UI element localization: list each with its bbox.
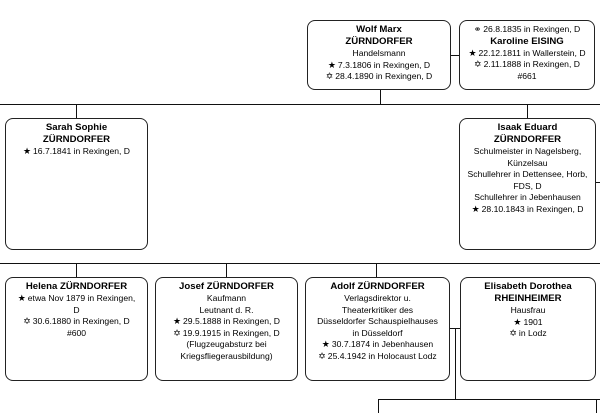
person-name: Sarah Sophie <box>45 122 108 133</box>
birth-line: ★28.10.1843 in Rexingen, D <box>462 204 593 216</box>
wolf-karoline-spouse-line <box>451 55 459 56</box>
occupation: Kaufmann <box>206 293 247 303</box>
birth-date: 28.10.1843 in Rexingen, D <box>481 203 584 214</box>
person-name: Isaak Eduard <box>497 122 558 133</box>
death-line: ✡in Lodz <box>463 328 593 340</box>
birth-star-icon: ★ <box>17 293 26 303</box>
person-card-josef[interactable]: Josef ZÜRNDORFER Kaufmann Leutnant d. R.… <box>155 277 298 381</box>
death-star-of-david-icon: ✡ <box>173 327 181 338</box>
generation4-left-stub <box>378 399 379 413</box>
adolf-connector <box>376 263 377 277</box>
person-card-isaak-eduard[interactable]: Isaak Eduard ZÜRNDORFER Schulmeister in … <box>459 118 596 250</box>
generation2-bus-line <box>0 104 600 105</box>
reference-number: #600 <box>66 327 87 338</box>
birth-star-icon: ★ <box>468 47 477 58</box>
person-name: Karoline EISING <box>490 35 564 47</box>
person-surname: RHEINHEIMER <box>494 293 562 304</box>
death-date: 25.4.1942 in Holocaust Lodz <box>327 350 437 361</box>
occupation: Hausfrau <box>510 305 546 315</box>
generation4-bus-line <box>378 399 600 400</box>
death-date: in Lodz <box>518 328 547 339</box>
occupation: Theaterkritiker des <box>341 304 414 315</box>
helena-connector <box>76 263 77 277</box>
marriage-rings-icon: ⚭ <box>473 24 482 34</box>
occupation: Schullehrer in Jebenhausen <box>474 192 581 203</box>
birth-line: ★etwa Nov 1879 in Rexingen, <box>8 293 145 305</box>
death-line: ✡19.9.1915 in Rexingen, D <box>158 328 295 340</box>
josef-connector <box>226 263 227 277</box>
birth-date: 22.12.1811 in Wallerstein, D <box>478 47 586 58</box>
occupation: Schullehrer in Dettensee, Horb, <box>467 169 588 180</box>
isaak-connector <box>527 104 528 118</box>
death-date: 30.6.1880 in Rexingen, D <box>32 316 130 327</box>
death-line: ✡30.6.1880 in Rexingen, D <box>8 316 145 328</box>
death-date: 19.9.1915 in Rexingen, D <box>182 327 280 338</box>
adolf-children-drop-line <box>455 328 456 400</box>
person-name: Elisabeth Dorothea <box>484 281 572 292</box>
birth-star-icon: ★ <box>172 316 182 327</box>
birth-place-cont: D <box>73 304 80 315</box>
birth-date: etwa Nov 1879 in Rexingen, <box>27 293 136 303</box>
birth-star-icon: ★ <box>471 203 480 214</box>
person-name: Josef ZÜRNDORFER <box>179 281 274 292</box>
birth-line: ★16.7.1841 in Rexingen, D <box>8 146 145 158</box>
birth-date: 7.3.1806 in Rexingen, D <box>337 59 431 70</box>
death-date: 2.11.1888 in Rexingen, D <box>483 59 580 70</box>
birth-date: 29.5.1888 in Rexingen, D <box>183 316 281 327</box>
person-card-sarah-sophie[interactable]: Sarah Sophie ZÜRNDORFER ★16.7.1841 in Re… <box>5 118 148 250</box>
generation3-bus-line <box>0 263 600 264</box>
birth-line: ★7.3.1806 in Rexingen, D <box>310 60 448 72</box>
occupation: Düsseldorfer Schauspielhauses <box>317 316 438 327</box>
birth-line: ★1901 <box>463 317 593 329</box>
birth-star-icon: ★ <box>327 59 336 70</box>
death-line: ✡2.11.1888 in Rexingen, D <box>462 59 592 71</box>
person-name: Helena ZÜRNDORFER <box>25 281 128 292</box>
occupation: in Düsseldorf <box>352 327 403 338</box>
death-star-of-david-icon: ✡ <box>23 316 31 327</box>
marriage-line: ⚭26.8.1835 in Rexingen, D <box>462 24 592 36</box>
death-star-of-david-icon: ✡ <box>318 350 326 361</box>
occupation: FDS, D <box>513 180 542 191</box>
birth-line: ★30.7.1874 in Jebenhausen <box>308 339 447 351</box>
sarah-connector <box>76 104 77 118</box>
birth-date: 1901 <box>523 316 543 327</box>
death-note: Kriegsfliegerausbildung) <box>180 350 273 361</box>
occupation: Leutnant d. R. <box>199 304 254 315</box>
person-surname: ZÜRNDORFER <box>493 134 562 145</box>
birth-star-icon: ★ <box>22 146 32 156</box>
person-surname: ZÜRNDORFER <box>42 134 111 145</box>
marriage-date: 26.8.1835 in Rexingen, D <box>483 24 581 34</box>
parents-drop-line <box>380 90 381 105</box>
birth-star-icon: ★ <box>513 316 522 327</box>
person-surname: ZÜRNDORFER <box>345 36 413 47</box>
reference-number: #661 <box>517 70 537 81</box>
generation4-right-stub <box>596 399 597 413</box>
death-star-of-david-icon: ✡ <box>509 328 517 339</box>
occupation: Handelsmann <box>352 48 406 58</box>
death-star-of-david-icon: ✡ <box>325 71 334 82</box>
occupation: Schulmeister in Nagelsberg, <box>473 146 582 156</box>
person-card-adolf[interactable]: Adolf ZÜRNDORFER Verlagsdirektor u. Thea… <box>305 277 450 381</box>
person-name: Wolf Marx <box>356 24 402 35</box>
person-card-karoline-eising[interactable]: ⚭26.8.1835 in Rexingen, D Karoline EISIN… <box>459 20 595 90</box>
death-line: ✡28.4.1890 in Rexingen, D <box>310 71 448 83</box>
birth-line: ★22.12.1811 in Wallerstein, D <box>462 48 592 60</box>
isaak-right-line <box>596 182 600 183</box>
person-card-helena[interactable]: Helena ZÜRNDORFER ★etwa Nov 1879 in Rexi… <box>5 277 148 381</box>
person-card-elisabeth-dorothea[interactable]: Elisabeth Dorothea RHEINHEIMER Hausfrau … <box>460 277 596 381</box>
birth-date: 16.7.1841 in Rexingen, D <box>33 146 131 156</box>
person-name: Adolf ZÜRNDORFER <box>330 281 425 292</box>
occupation: Verlagsdirektor u. <box>344 293 411 303</box>
birth-star-icon: ★ <box>321 339 330 350</box>
birth-date: 30.7.1874 in Jebenhausen <box>331 339 434 350</box>
death-note: (Flugzeugabsturz bei <box>186 339 267 350</box>
occupation: Künzelsau <box>507 157 548 168</box>
birth-line: ★29.5.1888 in Rexingen, D <box>158 316 295 328</box>
death-star-of-david-icon: ✡ <box>474 59 482 70</box>
person-card-wolf-marx[interactable]: Wolf Marx ZÜRNDORFER Handelsmann ★7.3.18… <box>307 20 451 90</box>
death-line: ✡25.4.1942 in Holocaust Lodz <box>308 351 447 363</box>
death-date: 28.4.1890 in Rexingen, D <box>335 71 433 82</box>
